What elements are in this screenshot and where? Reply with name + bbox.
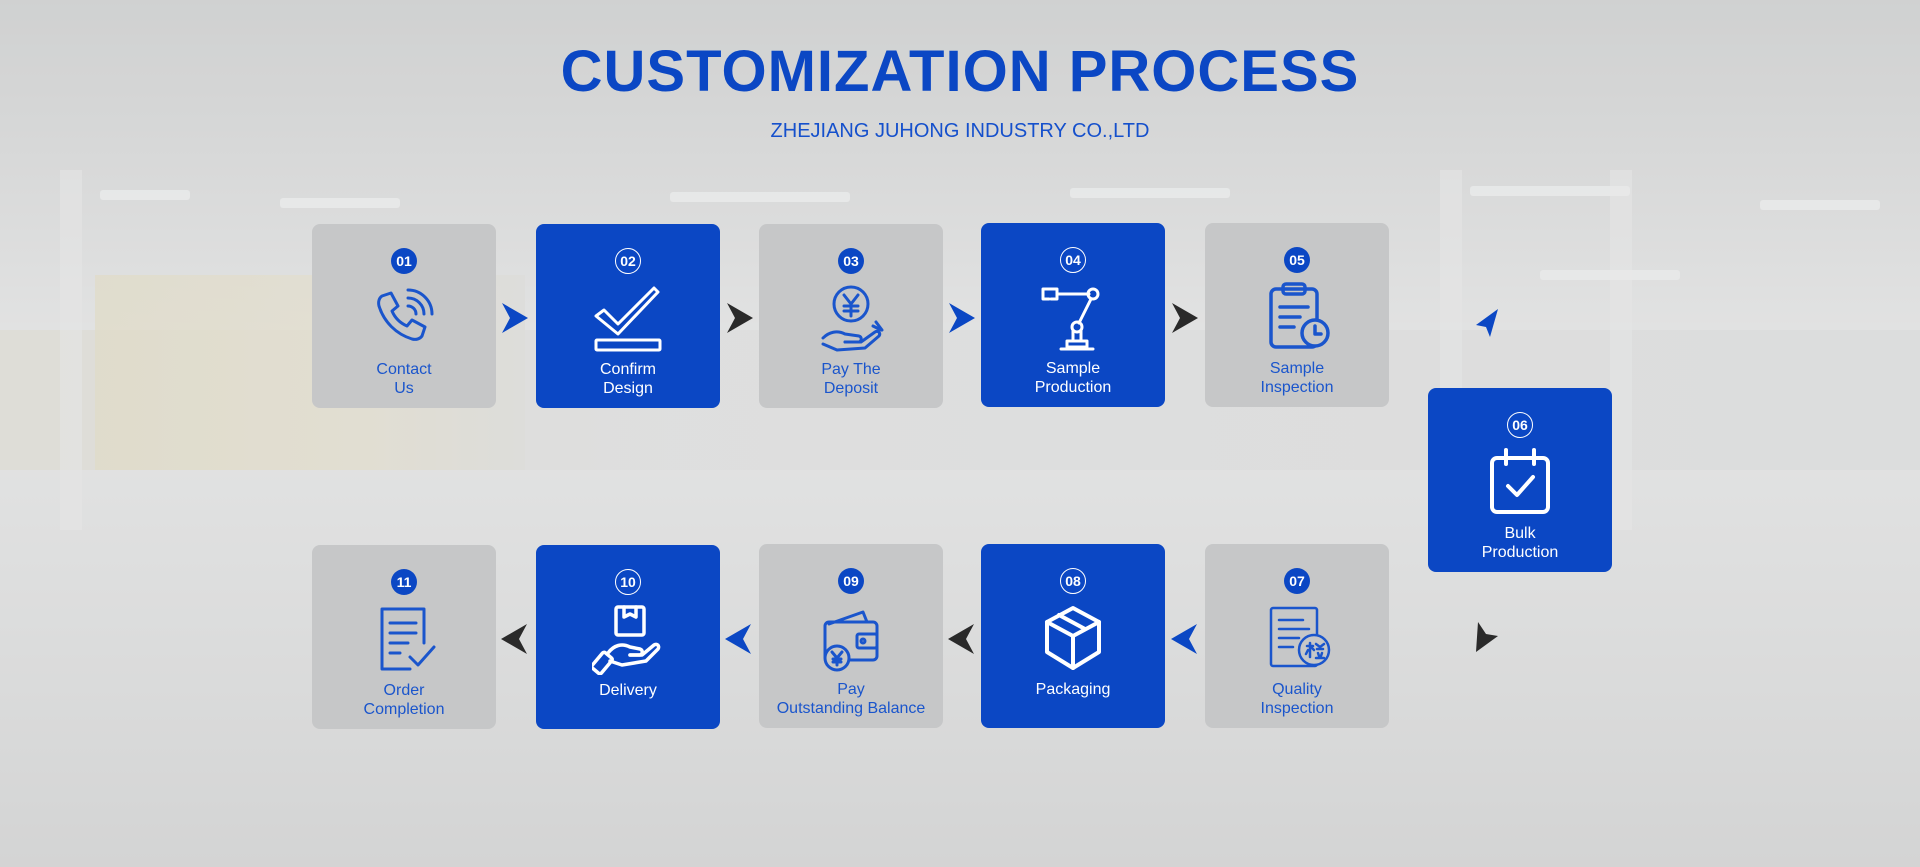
- step-number-badge: 07: [1284, 568, 1310, 594]
- step-label: Pay The Deposit: [821, 361, 881, 397]
- package-box-icon: [1037, 602, 1109, 674]
- arrow-right-icon: [1172, 303, 1198, 333]
- step-card-05: 05 Sample Inspection: [1205, 223, 1389, 407]
- arrow-left-icon: [725, 624, 751, 654]
- step-number-badge: 06: [1507, 412, 1533, 438]
- step-card-10: 10 Delivery: [536, 545, 720, 729]
- step-label: Bulk Production: [1481, 525, 1559, 561]
- arrow-left-icon: [501, 624, 527, 654]
- step-number-badge: 08: [1060, 568, 1086, 594]
- step-label: Confirm Design: [599, 361, 656, 397]
- step-number-badge: 10: [615, 569, 641, 595]
- arrow-down-left-icon: [1474, 622, 1500, 652]
- step-card-08: 08 Packaging: [981, 544, 1165, 728]
- step-number-badge: 03: [838, 248, 864, 274]
- step-number-badge: 11: [391, 569, 417, 595]
- step-number-badge: 02: [615, 248, 641, 274]
- arrow-right-icon: [949, 303, 975, 333]
- arrow-right-icon: [727, 303, 753, 333]
- step-card-03: 03 Pay The Deposit: [759, 224, 943, 408]
- arrow-left-icon: [948, 624, 974, 654]
- arrow-down-right-icon: [1474, 307, 1500, 337]
- hand-box-icon: [592, 603, 664, 675]
- document-check-icon: [368, 603, 440, 675]
- arrow-right-icon: [502, 303, 528, 333]
- phone-icon: [368, 282, 440, 354]
- step-card-01: 01 Contact Us: [312, 224, 496, 408]
- step-label: Delivery: [599, 682, 657, 699]
- step-label: Order Completion: [363, 682, 445, 718]
- company-subtitle: ZHEJIANG JUHONG INDUSTRY CO.,LTD: [770, 120, 1150, 142]
- page-title: CUSTOMIZATION PROCESS: [560, 39, 1360, 104]
- calendar-check-icon: [1484, 446, 1556, 518]
- step-number-badge: 04: [1060, 247, 1086, 273]
- step-label: Sample Production: [1034, 360, 1112, 396]
- arrow-left-icon: [1171, 624, 1197, 654]
- step-label: Quality Inspection: [1260, 681, 1334, 717]
- step-label: Pay Outstanding Balance: [776, 681, 926, 717]
- step-number-badge: 09: [838, 568, 864, 594]
- step-card-11: 11 Order Completion: [312, 545, 496, 729]
- checkmark-icon: [592, 282, 664, 354]
- document-inspection-icon: [1261, 602, 1333, 674]
- step-card-04: 04 Sample Production: [981, 223, 1165, 407]
- step-number-badge: 01: [391, 248, 417, 274]
- wallet-yen-icon: [815, 602, 887, 674]
- step-card-09: 09 Pay Outstanding Balance: [759, 544, 943, 728]
- yen-coin-hand-icon: [815, 282, 887, 354]
- step-card-07: 07 Quality Inspection: [1205, 544, 1389, 728]
- step-label: Sample Inspection: [1260, 360, 1334, 396]
- step-label: Contact Us: [376, 361, 432, 397]
- clipboard-clock-icon: [1261, 281, 1333, 353]
- step-card-06: 06 Bulk Production: [1428, 388, 1612, 572]
- robot-arm-icon: [1037, 281, 1109, 353]
- step-label: Packaging: [1035, 681, 1111, 698]
- step-card-02: 02 Confirm Design: [536, 224, 720, 408]
- step-number-badge: 05: [1284, 247, 1310, 273]
